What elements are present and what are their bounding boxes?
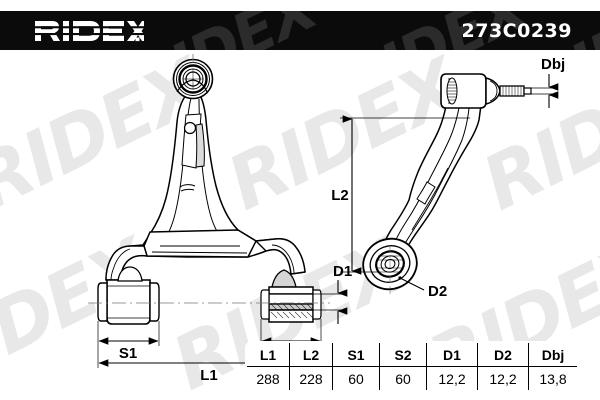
- header-band: RIDEX RIDEX RIDEX: [0, 11, 600, 50]
- front-view-drawing: S1 S2 L1: [88, 54, 352, 384]
- side-view-drawing: L2 D2 Dbj: [331, 56, 565, 300]
- dimension-L2: L2: [331, 115, 470, 275]
- table-header-cell: S1: [332, 343, 380, 367]
- front-view-ball-joint: [260, 269, 322, 323]
- header-watermark-text: RIDEX: [120, 11, 326, 50]
- technical-drawing-area: S1 S2 L1: [0, 50, 600, 400]
- table-header-cell: S2: [379, 343, 427, 367]
- table-header-cell: Dbj: [528, 343, 577, 367]
- part-number: 273C0239: [461, 19, 572, 42]
- dimension-Dbj: Dbj: [524, 56, 565, 108]
- table-header-row: L1 L2 S1 S2 D1 D2 Dbj: [247, 343, 577, 367]
- dimension-label-Dbj: Dbj: [541, 56, 565, 73]
- dimension-S1: S1: [97, 321, 160, 362]
- dimension-label-D2: D2: [428, 283, 447, 300]
- table-value-cell: 228: [289, 366, 333, 390]
- side-view-ball-joint: [440, 73, 532, 109]
- table-header-cell: D1: [426, 343, 478, 367]
- table-header-cell: L1: [247, 343, 290, 367]
- ridex-logo-mark: [35, 20, 144, 41]
- dimension-label-L1: L1: [200, 367, 218, 384]
- dimension-label-D1: D1: [333, 263, 352, 280]
- spec-table: L1 L2 S1 S2 D1 D2 Dbj 288 228 60 60 12,2…: [245, 341, 579, 392]
- table-value-cell: 60: [379, 366, 427, 390]
- dimension-D2: D2: [398, 276, 447, 300]
- table-header-cell: L2: [289, 343, 333, 367]
- table-value-cell: 12,2: [426, 366, 478, 390]
- table-header-cell: D2: [477, 343, 529, 367]
- drawing-svg: S1 S2 L1: [88, 54, 565, 384]
- ridex-logo: [32, 18, 144, 44]
- dimension-label-S1: S1: [119, 345, 137, 362]
- table-value-cell: 12,2: [477, 366, 529, 390]
- table-value-cell: 288: [247, 366, 290, 390]
- spec-table-container: L1 L2 S1 S2 D1 D2 Dbj 288 228 60 60 12,2…: [245, 341, 579, 392]
- side-view-bushing-eye: [362, 237, 418, 294]
- table-value-cell: 13,8: [528, 366, 577, 390]
- table-value-row: 288 228 60 60 12,2 12,2 13,8: [247, 366, 577, 390]
- table-value-cell: 60: [332, 366, 380, 390]
- front-view-left-bushing: [97, 266, 160, 325]
- front-view-pivot-bushing: [172, 58, 214, 100]
- dimension-label-L2: L2: [331, 187, 349, 204]
